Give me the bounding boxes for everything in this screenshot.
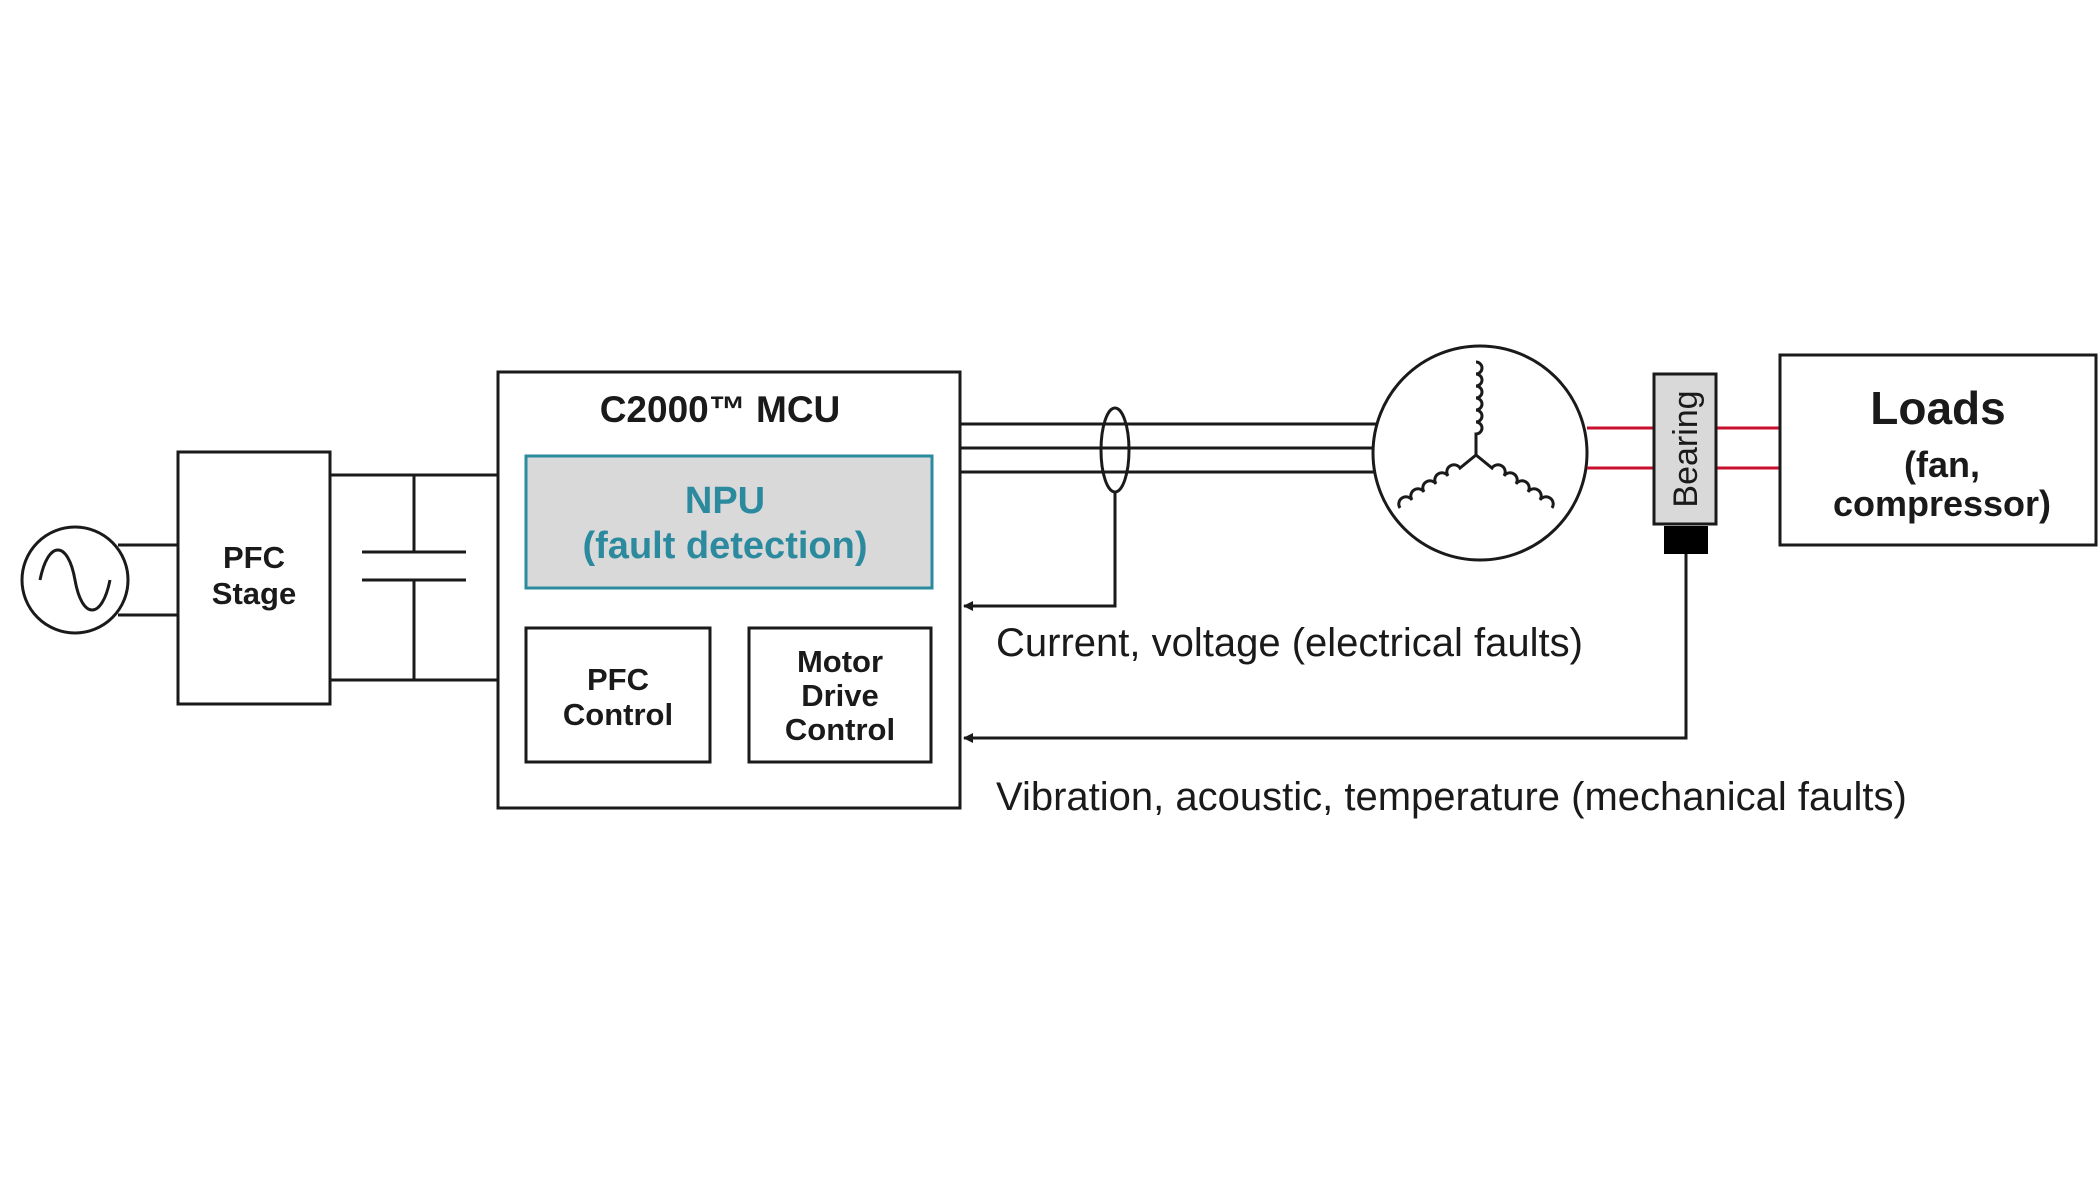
mcu-title: C2000™ MCU xyxy=(600,389,841,430)
loads-block: Loads (fan, compressor) xyxy=(1778,353,2098,547)
bearing-block: Bearing xyxy=(1652,372,1718,526)
shaft-lines xyxy=(1587,426,1780,470)
loads-label-line1: (fan, xyxy=(1904,444,1980,485)
three-phase-motor-icon xyxy=(1371,344,1589,562)
motor-drive-control-label-line2: Drive xyxy=(801,678,879,713)
electrical-feedback-label: Current, voltage (electrical faults) xyxy=(996,621,1583,665)
pfc-control-label-line1: PFC xyxy=(587,662,649,697)
motor-drive-control-label-line1: Motor xyxy=(797,644,883,679)
current-sensor-loop-icon xyxy=(1099,406,1131,494)
loads-title: Loads xyxy=(1870,382,2005,434)
pfc-stage-label-line1: PFC xyxy=(223,540,285,575)
pfc-stage-block: PFC Stage xyxy=(176,450,332,706)
npu-label-line2: (fault detection) xyxy=(583,525,868,567)
pfc-stage-label-line2: Stage xyxy=(212,576,296,611)
capacitor-icon xyxy=(362,475,466,680)
loads-label-line2: compressor) xyxy=(1833,483,2051,524)
pfc-control-label-line2: Control xyxy=(563,697,673,732)
ac-input-wires xyxy=(118,543,178,617)
npu-block: NPU (fault detection) xyxy=(524,454,934,590)
mechanical-feedback-arrow xyxy=(963,554,1688,743)
ac-sine-source-icon xyxy=(20,525,130,635)
bearing-label: Bearing xyxy=(1667,390,1705,507)
electrical-feedback-arrow xyxy=(963,492,1117,611)
motor-drive-control-label-line3: Control xyxy=(785,712,895,747)
motor-drive-control-block: Motor Drive Control xyxy=(747,626,933,764)
npu-label-line1: NPU xyxy=(685,480,765,522)
pfc-control-block: PFC Control xyxy=(524,626,712,764)
mechanical-feedback-label: Vibration, acoustic, temperature (mechan… xyxy=(996,775,1907,819)
mcu-block: C2000™ MCU NPU (fault detection) PFC Con… xyxy=(496,370,962,810)
three-phase-motor-wires xyxy=(960,422,1376,474)
vibration-sensor-icon xyxy=(1664,526,1708,554)
